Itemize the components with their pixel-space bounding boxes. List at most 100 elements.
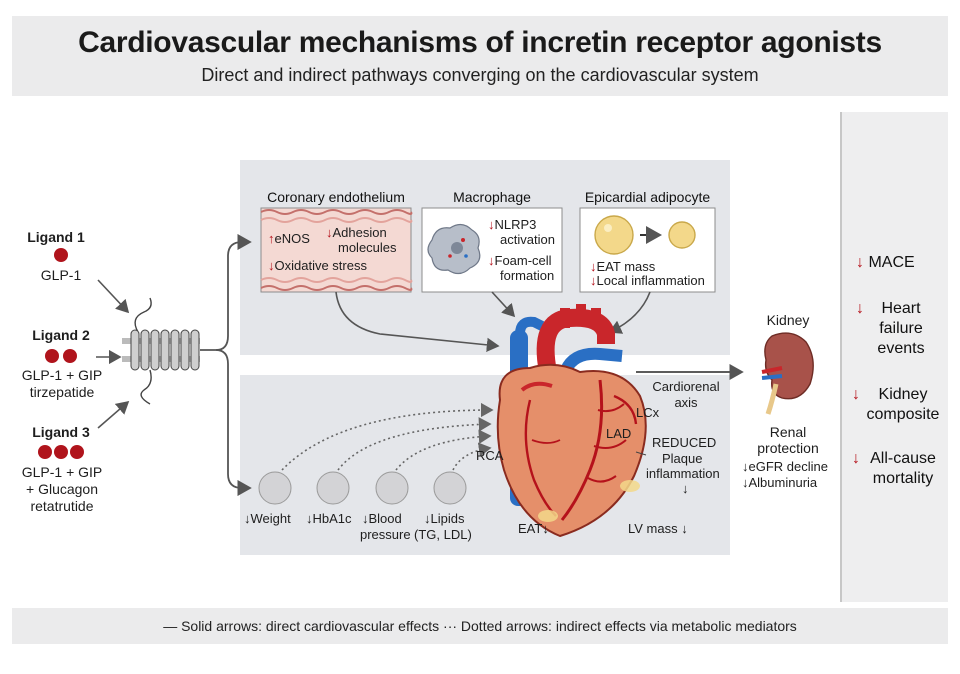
lipids-dotted-arrow: [452, 442, 492, 471]
direct-branch-arrow: [200, 233, 252, 351]
down-arrow-icon: ↓: [326, 225, 333, 240]
hba1c-label: ↓HbA1c: [306, 511, 352, 526]
down-arrow-icon: ↓: [542, 521, 549, 536]
renal-label-2: protection: [757, 440, 819, 456]
outcome-mortality: ↓: [852, 450, 860, 468]
ligand-3-agonist: GLP-1 + GIP: [21, 464, 103, 480]
reduced-leader: [635, 451, 647, 456]
down-arrow-icon: ↓: [682, 481, 689, 496]
page-subtitle: Direct and indirect pathways converging …: [201, 65, 759, 85]
kidney-title: Kidney: [766, 312, 810, 328]
nlrp3-row-2: activation: [500, 232, 555, 247]
heart-icon: [496, 304, 647, 538]
title-band: [12, 16, 948, 96]
foam-row-2: formation: [500, 268, 555, 283]
lv-mass-label: LV mass ↓: [628, 521, 688, 536]
lipids-label-2: (TG, LDL): [414, 527, 472, 542]
indirect-branch-arrow: [215, 349, 252, 497]
adipocyte-title: Epicardial adipocyte: [584, 189, 711, 205]
outcome-heart-failure-2: failure: [879, 320, 923, 337]
down-arrow-icon: ↓: [244, 511, 251, 526]
adhesion-row-2: molecules: [338, 240, 397, 255]
ligand-2-dot-b: [63, 349, 77, 363]
outcomes-panel: [842, 112, 948, 602]
outcome-heart-failure: ↓: [856, 300, 864, 318]
outcome-mace: ↓ MACE: [856, 254, 915, 271]
ligand-1-label: Ligand 1: [27, 229, 85, 245]
macrophage-title: Macrophage: [453, 189, 531, 205]
down-arrow-icon: ↓: [742, 475, 749, 490]
outcomes-divider: [840, 112, 842, 602]
reduced-label: REDUCED: [652, 435, 717, 450]
blood-pressure-mediator: [375, 471, 409, 505]
legend-text: — Solid arrows: direct cardiovascular ef…: [163, 618, 797, 634]
down-arrow-icon: ↓: [852, 450, 860, 467]
receptor-icon: [122, 297, 200, 405]
adhesion-row: ↓Adhesion: [326, 225, 387, 240]
oxidative-row: ↓Oxidative stress: [268, 258, 367, 273]
lipids-mediator: [433, 471, 467, 505]
hba1c-mediator: [316, 471, 350, 505]
down-arrow-icon: ↓: [268, 258, 275, 273]
down-arrow-icon: ↓: [681, 521, 688, 536]
ligand-2-agonist: GLP-1 + GIP: [21, 367, 103, 383]
ligand-3-dot-a: [38, 445, 52, 459]
ligand-1-dot: [54, 248, 68, 262]
legend-band: [12, 608, 948, 644]
up-arrow-icon: ↑: [268, 231, 275, 246]
weight-mediator: [258, 471, 292, 505]
outcome-kidney-1: Kidney: [878, 386, 928, 403]
weight-label: ↓Weight: [244, 511, 291, 526]
egfr-label: ↓eGFR decline: [742, 459, 828, 474]
outcome-heart-failure-1: Heart: [881, 300, 921, 317]
ligand-1-agonist: GLP-1: [40, 267, 82, 283]
down-arrow-icon: ↓: [488, 217, 495, 232]
down-arrow-icon: ↓: [742, 459, 749, 474]
outcome-mortality-1: All-cause: [870, 450, 936, 467]
page-title: Cardiovascular mechanisms of incretin re…: [78, 26, 882, 59]
ligand-3-arrow: [97, 400, 130, 429]
local-inflammation-row: ↓Local inflammation: [590, 273, 705, 288]
weight-dotted-arrow: [281, 402, 494, 471]
outcome-heart-failure-3: events: [877, 340, 925, 357]
eat-label: EAT↓: [518, 521, 549, 536]
inflammation-down-icon: ↓: [682, 481, 689, 496]
outcome-mortality-2: mortality: [872, 470, 934, 487]
ligand-3-drug: retatrutide: [30, 498, 94, 514]
kidney-icon: [761, 332, 814, 415]
lcx-label: LCx: [636, 405, 660, 420]
ligand-1-arrow: [97, 279, 130, 314]
ligand-3-dot-c: [70, 445, 84, 459]
ligand-3-agonist-extra: + Glucagon: [26, 481, 98, 497]
renal-label: Renal: [769, 424, 807, 440]
nlrp3-row: ↓NLRP3: [488, 217, 537, 232]
macrophage-to-heart-arrow: [491, 291, 516, 318]
rca-label: RCA: [476, 448, 504, 463]
ligand-3-label: Ligand 3: [32, 424, 90, 440]
down-arrow-icon: ↓: [306, 511, 313, 526]
lad-label: LAD: [606, 426, 632, 441]
ligand-2-drug: tirzepatide: [29, 384, 95, 400]
ligand-3-dot-b: [54, 445, 68, 459]
enos-row: ↑eNOS: [268, 231, 310, 246]
bp-label: ↓Blood: [362, 511, 402, 526]
foam-row: ↓Foam-cell: [488, 253, 552, 268]
down-arrow-icon: ↓: [852, 386, 860, 403]
plaque-label: Plaque: [662, 451, 703, 466]
adipocyte-icon: [594, 215, 696, 255]
hba1c-dotted-arrow: [337, 417, 492, 471]
ligand-2-dot-a: [45, 349, 59, 363]
down-arrow-icon: ↓: [856, 300, 864, 317]
inflammation-label: inflammation: [646, 466, 720, 481]
down-arrow-icon: ↓: [488, 253, 495, 268]
bp-label-2: pressure: [360, 527, 411, 542]
down-arrow-icon: ↓: [856, 254, 864, 271]
albuminuria-label: ↓Albuminuria: [742, 475, 818, 490]
eat-mass-row: ↓EAT mass: [590, 259, 656, 274]
down-arrow-icon: ↓: [590, 259, 597, 274]
endothelium-to-heart-arrow: [335, 291, 500, 353]
cardiorenal-label: Cardiorenal: [652, 379, 720, 394]
outcome-kidney: ↓: [852, 386, 860, 404]
outcome-kidney-2: composite: [866, 406, 940, 423]
